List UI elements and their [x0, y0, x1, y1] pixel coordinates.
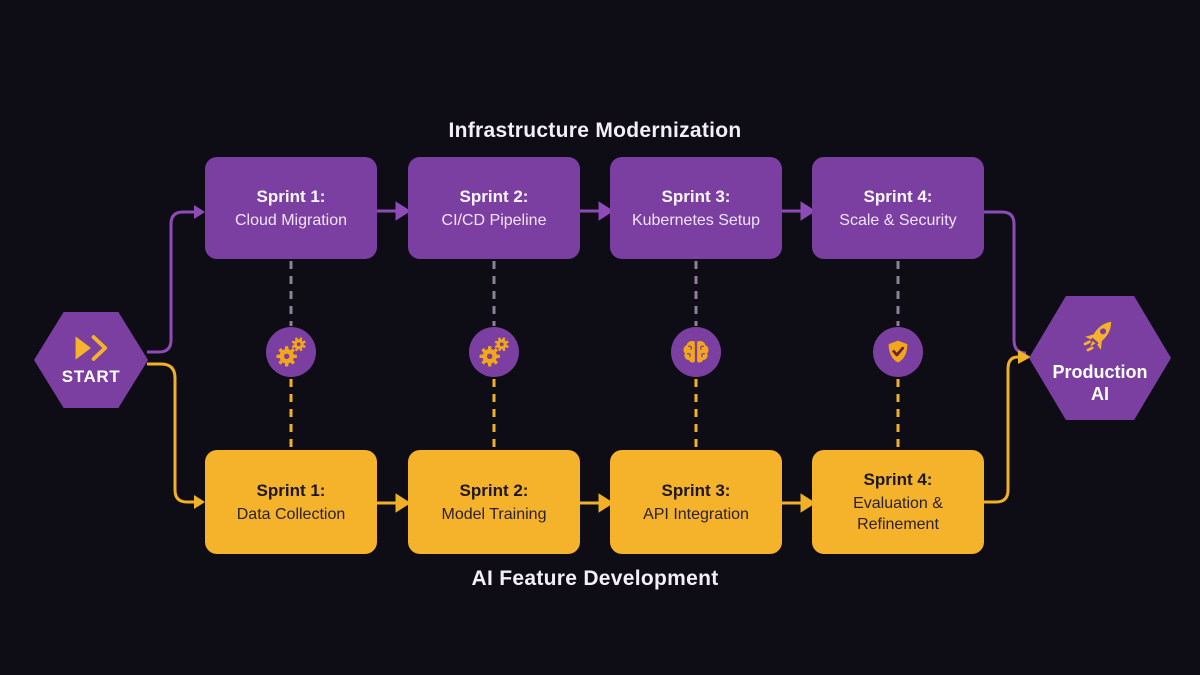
shield-check-icon [881, 335, 915, 369]
rocket-icon [1076, 311, 1124, 359]
sprint-title: Sprint 4: [863, 470, 933, 490]
start-label: START [61, 367, 121, 386]
start-to-infra-connector [147, 210, 194, 354]
start-node: START [34, 312, 148, 408]
start-to-ai-connector [147, 362, 194, 504]
fast-forward-icon [73, 333, 109, 363]
milestone-2 [469, 327, 519, 377]
arrowhead-icon [194, 495, 205, 509]
infra-sprint-3-box: Sprint 3: Kubernetes Setup [610, 157, 782, 259]
sprint-title: Sprint 4: [863, 186, 933, 206]
ai-sprint-4-box: Sprint 4: Evaluation & Refinement [812, 450, 984, 554]
sprint-title: Sprint 2: [459, 480, 529, 500]
infra-milestone-dashed-links [289, 261, 900, 326]
production-ai-label: Production AI [1052, 361, 1148, 405]
ai-sprint-2-box: Sprint 2: Model Training [408, 450, 580, 554]
milestone-4 [873, 327, 923, 377]
arrowhead-icon [194, 205, 205, 219]
infra-sprint-4-box: Sprint 4: Scale & Security [812, 157, 984, 259]
sprint-subtitle: API Integration [643, 505, 749, 523]
ai-sprint-1-box: Sprint 1: Data Collection [205, 450, 377, 554]
sprint-title: Sprint 1: [256, 480, 326, 500]
sprint-subtitle: Kubernetes Setup [631, 211, 761, 229]
ai-milestone-dashed-links [289, 379, 900, 449]
sprint-subtitle: CI/CD Pipeline [441, 211, 547, 229]
brain-icon [679, 335, 713, 369]
milestone-1 [266, 327, 316, 377]
sprint-subtitle: Model Training [441, 505, 547, 523]
sprint-title: Sprint 2: [459, 186, 529, 206]
sprint-subtitle: Data Collection [236, 505, 346, 523]
infra-track-title: Infrastructure Modernization [448, 119, 742, 142]
sprint-title: Sprint 3: [661, 480, 731, 500]
infra-to-end-connector [984, 210, 1026, 355]
infra-sprint-2-box: Sprint 2: CI/CD Pipeline [408, 157, 580, 259]
sprint-title: Sprint 3: [661, 186, 731, 206]
production-ai-node: Production AI [1029, 296, 1171, 420]
milestone-3 [671, 327, 721, 377]
infra-sprint-1-box: Sprint 1: Cloud Migration [205, 157, 377, 259]
ai-track-title: AI Feature Development [471, 567, 719, 590]
ai-sprint-3-box: Sprint 3: API Integration [610, 450, 782, 554]
arrowhead-icon [1018, 350, 1031, 364]
sprint-subtitle: Cloud Migration [234, 211, 348, 229]
sprint-title: Sprint 1: [256, 186, 326, 206]
gears-icon [477, 335, 511, 369]
ai-to-end-connector [984, 355, 1019, 504]
sprint-subtitle: Scale & Security [839, 211, 957, 229]
gears-icon [274, 335, 308, 369]
sprint-subtitle: Evaluation & Refinement [853, 494, 943, 534]
